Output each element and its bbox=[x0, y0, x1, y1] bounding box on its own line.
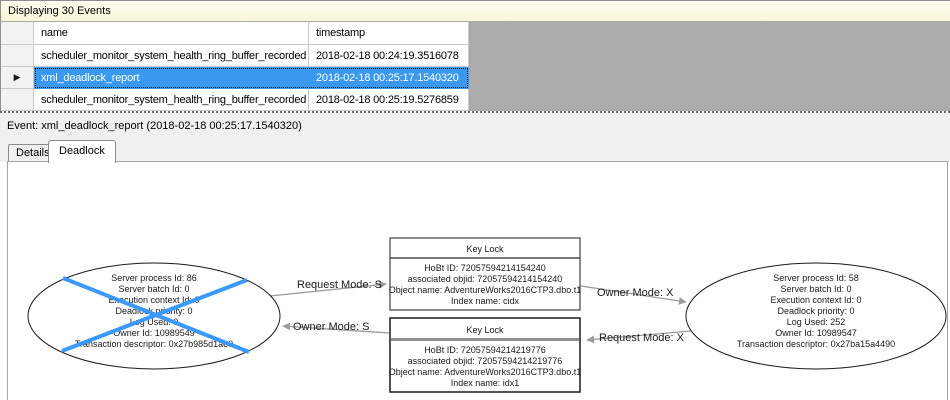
process-detail-line: Owner Id: 10989547 bbox=[775, 328, 857, 338]
event-name-cell: scheduler_monitor_system_health_ring_buf… bbox=[34, 89, 309, 111]
resource-detail-line: HoBt ID: 72057594214154240 bbox=[424, 263, 546, 273]
process-detail-line: Deadlock priority: 0 bbox=[777, 306, 854, 316]
edge-request-x-line bbox=[586, 330, 692, 344]
current-row-marker-icon: ▶ bbox=[13, 72, 21, 82]
event-name-cell: xml_deadlock_report bbox=[34, 67, 309, 89]
events-count-label: Displaying 30 Events bbox=[8, 5, 111, 17]
process-detail-line: Log Used: 0 bbox=[130, 317, 179, 327]
tab-strip bbox=[0, 138, 950, 162]
row-selector[interactable]: ▶ bbox=[1, 67, 34, 89]
events-grid: name timestamp scheduler_monitor_system_… bbox=[0, 22, 950, 111]
edge-request-s-line bbox=[269, 280, 387, 297]
column-header-timestamp[interactable]: timestamp bbox=[309, 22, 469, 45]
grid-header-row: name timestamp bbox=[1, 22, 950, 45]
process-detail-line: Transaction descriptor: 0x27b985d1ae0 bbox=[75, 339, 233, 349]
table-row-selected[interactable]: ▶ xml_deadlock_report 2018-02-18 00:25:1… bbox=[1, 67, 950, 89]
process-detail-line: Server process Id: 86 bbox=[111, 273, 197, 283]
events-count-bar: Displaying 30 Events bbox=[0, 0, 950, 22]
edge-label: Owner Mode: S bbox=[293, 321, 369, 333]
splitter-handle[interactable] bbox=[0, 111, 950, 113]
row-selector[interactable] bbox=[1, 89, 34, 111]
resource-detail-line: Object name: AdventureWorks2016CTP3.dbo.… bbox=[389, 285, 581, 295]
process-node-victim[interactable]: Server process Id: 86 Server batch Id: 0… bbox=[27, 262, 281, 370]
table-row[interactable]: scheduler_monitor_system_health_ring_buf… bbox=[1, 89, 950, 111]
process-detail-line: Server process Id: 58 bbox=[773, 273, 859, 283]
resource-title: Key Lock bbox=[466, 244, 504, 254]
resource-detail-line: Index name: cidx bbox=[451, 296, 520, 306]
resource-node-keylock-idx1[interactable]: Key Lock HoBt ID: 72057594214219776 asso… bbox=[389, 317, 581, 393]
edge-label: Request Mode: X bbox=[599, 332, 685, 344]
process-detail-line: Deadlock priority: 0 bbox=[115, 306, 192, 316]
resource-box[interactable] bbox=[389, 237, 581, 311]
process-detail-line: Execution context Id: 0 bbox=[108, 295, 199, 305]
event-timestamp-cell: 2018-02-18 00:25:19.5276859 bbox=[309, 89, 469, 111]
resource-box[interactable] bbox=[389, 317, 581, 393]
victim-cross-icon bbox=[61, 278, 248, 353]
edge-owner-x-line bbox=[580, 285, 687, 305]
event-name-cell: scheduler_monitor_system_health_ring_buf… bbox=[34, 45, 309, 67]
resource-detail-line: associated objid: 72057594214154240 bbox=[408, 274, 563, 284]
edge-label: Request Mode: S bbox=[297, 279, 382, 291]
event-timestamp-cell: 2018-02-18 00:24:19.3516078 bbox=[309, 45, 469, 67]
grid-corner-cell bbox=[1, 22, 34, 45]
edge-owner-s-line bbox=[282, 322, 390, 334]
resource-detail-line: Object name: AdventureWorks2016CTP3.dbo.… bbox=[389, 367, 581, 377]
process-detail-line: Server batch Id: 0 bbox=[780, 284, 851, 294]
row-selector[interactable] bbox=[1, 45, 34, 67]
resource-node-keylock-cidx[interactable]: Key Lock HoBt ID: 72057594214154240 asso… bbox=[389, 237, 581, 311]
process-detail-line: Transaction descriptor: 0x27ba15a4490 bbox=[737, 339, 895, 349]
resource-detail-line: HoBt ID: 72057594214219776 bbox=[424, 345, 546, 355]
resource-header-divider bbox=[391, 338, 579, 341]
event-info-label: Event: xml_deadlock_report (2018-02-18 0… bbox=[7, 119, 302, 132]
process-detail-line: Server batch Id: 0 bbox=[118, 284, 189, 294]
resource-detail-line: associated objid: 72057594214219776 bbox=[408, 356, 563, 366]
event-info-bar: Event: xml_deadlock_report (2018-02-18 0… bbox=[0, 113, 950, 138]
resource-detail-line: Index name: idx1 bbox=[451, 378, 520, 388]
process-ellipse[interactable] bbox=[685, 262, 947, 370]
column-header-name[interactable]: name bbox=[34, 22, 309, 45]
tab-deadlock[interactable]: Deadlock bbox=[48, 140, 116, 163]
event-timestamp-cell: 2018-02-18 00:25:17.1540320 bbox=[309, 67, 469, 89]
process-node[interactable]: Server process Id: 58 Server batch Id: 0… bbox=[685, 262, 947, 370]
deadlock-graph: Request Mode: S Owner Mode: S Owner Mode… bbox=[27, 237, 947, 393]
resource-title: Key Lock bbox=[466, 325, 504, 335]
process-detail-line: Execution context Id: 0 bbox=[770, 295, 861, 305]
tab-details[interactable]: Details bbox=[8, 144, 58, 162]
process-detail-line: Log Used: 252 bbox=[787, 317, 846, 327]
table-row[interactable]: scheduler_monitor_system_health_ring_buf… bbox=[1, 45, 950, 67]
edge-label: Owner Mode: X bbox=[597, 287, 674, 299]
process-detail-line: Owner Id: 10989549 bbox=[113, 328, 195, 338]
